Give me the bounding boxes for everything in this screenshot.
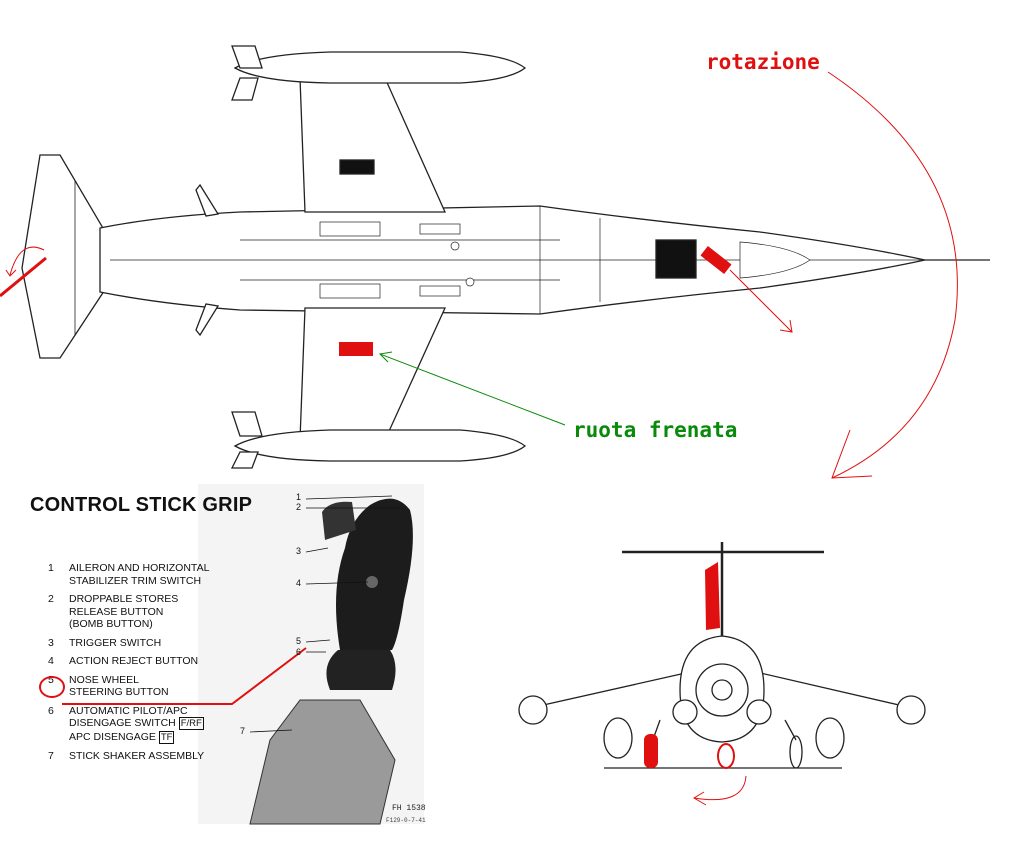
callout-2: 2 <box>296 502 302 512</box>
aircraft-top-view <box>21 45 990 469</box>
callout-7: 7 <box>240 726 246 736</box>
figure-subreference: F129-0-7-41 <box>386 817 426 824</box>
red-marker-vertical-fin <box>705 562 720 630</box>
nose-direction-arrow <box>729 269 793 333</box>
control-stick-illustration <box>198 484 424 825</box>
callout-lines <box>249 495 400 733</box>
control-stick-legend: 1 AILERON AND HORIZONTAL STABILIZER TRIM… <box>48 562 218 769</box>
nose-wheel-button-leader <box>62 647 307 705</box>
rotation-label: rotazione <box>706 50 820 74</box>
red-marker-nose-wheel <box>700 246 732 274</box>
callout-1: 1 <box>296 492 302 502</box>
callout-6: 6 <box>296 647 302 657</box>
legend-item: 2 DROPPABLE STORES RELEASE BUTTON (BOMB … <box>48 593 179 630</box>
legend-item: 5 NOSE WHEEL STEERING BUTTON <box>48 673 169 699</box>
legend-item: 4 ACTION REJECT BUTTON <box>48 655 199 667</box>
wing-upper <box>299 77 447 213</box>
red-circle-nose-wheel <box>717 743 735 769</box>
legend-item: 1 AILERON AND HORIZONTAL STABILIZER TRIM… <box>48 562 210 587</box>
item-5-highlight-circle <box>39 676 65 698</box>
wing-lower <box>299 307 447 441</box>
red-marker-braked-wheel <box>339 342 373 356</box>
legend-item: 7 STICK SHAKER ASSEMBLY <box>48 750 205 762</box>
red-marker-main-wheel <box>644 734 658 768</box>
callout-4: 4 <box>296 578 302 588</box>
callout-3: 3 <box>296 546 302 556</box>
braked-wheel-label: ruota frenata <box>573 418 738 442</box>
legend-item: 6 AUTOMATIC PILOT/APC DISENGAGE SWITCH F… <box>48 704 204 744</box>
horizontal-stabilizer <box>21 154 111 359</box>
figure-reference: FH 1538 <box>392 804 426 813</box>
control-stick-title: CONTROL STICK GRIP <box>30 494 253 516</box>
braked-wheel-leader <box>378 351 566 426</box>
tip-tank-lower <box>233 429 527 462</box>
tail-rotation-mark <box>0 246 47 298</box>
rotation-arrow <box>827 71 958 479</box>
aircraft-front-view <box>518 542 926 769</box>
nose-wheel-rotation-arrow <box>693 775 747 806</box>
legend-item: 3 TRIGGER SWITCH <box>48 636 162 649</box>
tip-tank-upper <box>233 51 527 84</box>
callout-5: 5 <box>296 636 302 646</box>
